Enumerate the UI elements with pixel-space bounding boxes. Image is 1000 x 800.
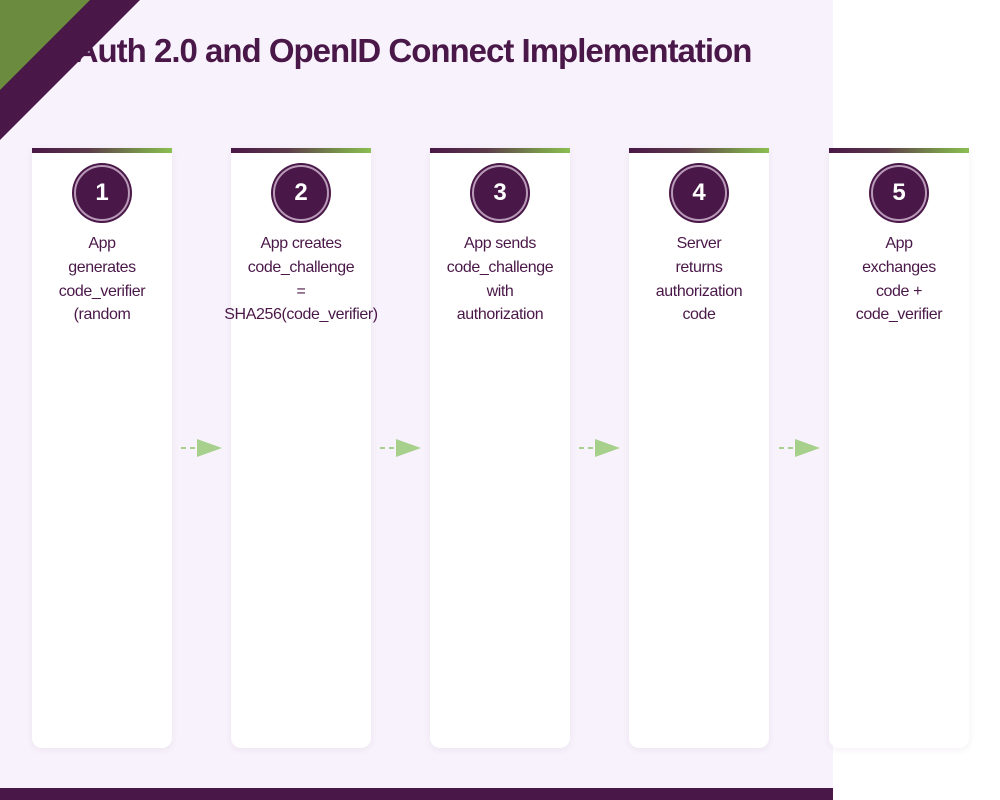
step-card-5: 5 App exchanges code + code_verifier <box>829 148 969 748</box>
step-description-line: code_challenge <box>247 258 355 276</box>
dashed-arrow-right-icon <box>779 439 820 457</box>
step-card-3: 3 App sends code_challenge with authoriz… <box>430 148 570 748</box>
step-description: App creates code_challenge = SHA256(code… <box>211 232 391 327</box>
step-number-badge: 4 <box>671 165 727 221</box>
step-description-line: returns <box>675 258 723 276</box>
step-description: App generates code_verifier (random <box>12 232 192 327</box>
step-description-line: authorization <box>655 282 743 300</box>
dashed-arrow-right-icon <box>380 439 421 457</box>
step-description-line: exchanges <box>862 258 936 276</box>
step-number-badge: 5 <box>871 165 927 221</box>
step-description-line: code + <box>875 282 923 300</box>
step-description-line: Server <box>676 235 722 252</box>
step-number-badge: 2 <box>273 165 329 221</box>
step-description-line: SHA256(code_verifier) <box>224 306 378 324</box>
step-description-line: App creates <box>260 235 342 252</box>
step-card-1: 1 App generates code_verifier (random <box>32 148 172 748</box>
step-number-badge: 1 <box>74 165 130 221</box>
step-description-line: App <box>88 235 116 252</box>
step-number-badge: 3 <box>472 165 528 221</box>
step-description: App sends code_challenge with authorizat… <box>410 232 590 327</box>
card-accent-bar <box>829 148 969 153</box>
diagram-title: OAuth 2.0 and OpenID Connect Implementat… <box>50 32 752 69</box>
card-accent-bar <box>629 148 769 153</box>
card-accent-bar <box>231 148 371 153</box>
step-description-line: generates <box>68 258 136 276</box>
card-accent-bar <box>430 148 570 153</box>
corner-ribbon <box>0 0 140 140</box>
step-description-line: code_challenge <box>446 258 554 276</box>
step-description-line: = <box>296 282 306 300</box>
step-card-4: 4 Server returns authorization code <box>629 148 769 748</box>
step-description-line: code_verifier <box>855 306 943 324</box>
card-accent-bar <box>32 148 172 153</box>
step-description-line: code_verifier <box>58 282 146 300</box>
step-description: App exchanges code + code_verifier <box>809 232 989 327</box>
step-description-line: App sends <box>463 235 536 252</box>
step-description-line: authorization <box>456 306 544 324</box>
step-description: Server returns authorization code <box>609 232 789 327</box>
step-description-line: App <box>885 235 913 252</box>
dashed-arrow-right-icon <box>579 439 620 457</box>
step-description-line: code <box>682 306 716 324</box>
step-description-line: with <box>486 282 514 300</box>
bottom-bar <box>0 788 833 800</box>
step-card-2: 2 App creates code_challenge = SHA256(co… <box>224 148 378 748</box>
step-description-line: (random <box>73 306 131 324</box>
dashed-arrow-right-icon <box>181 439 222 457</box>
